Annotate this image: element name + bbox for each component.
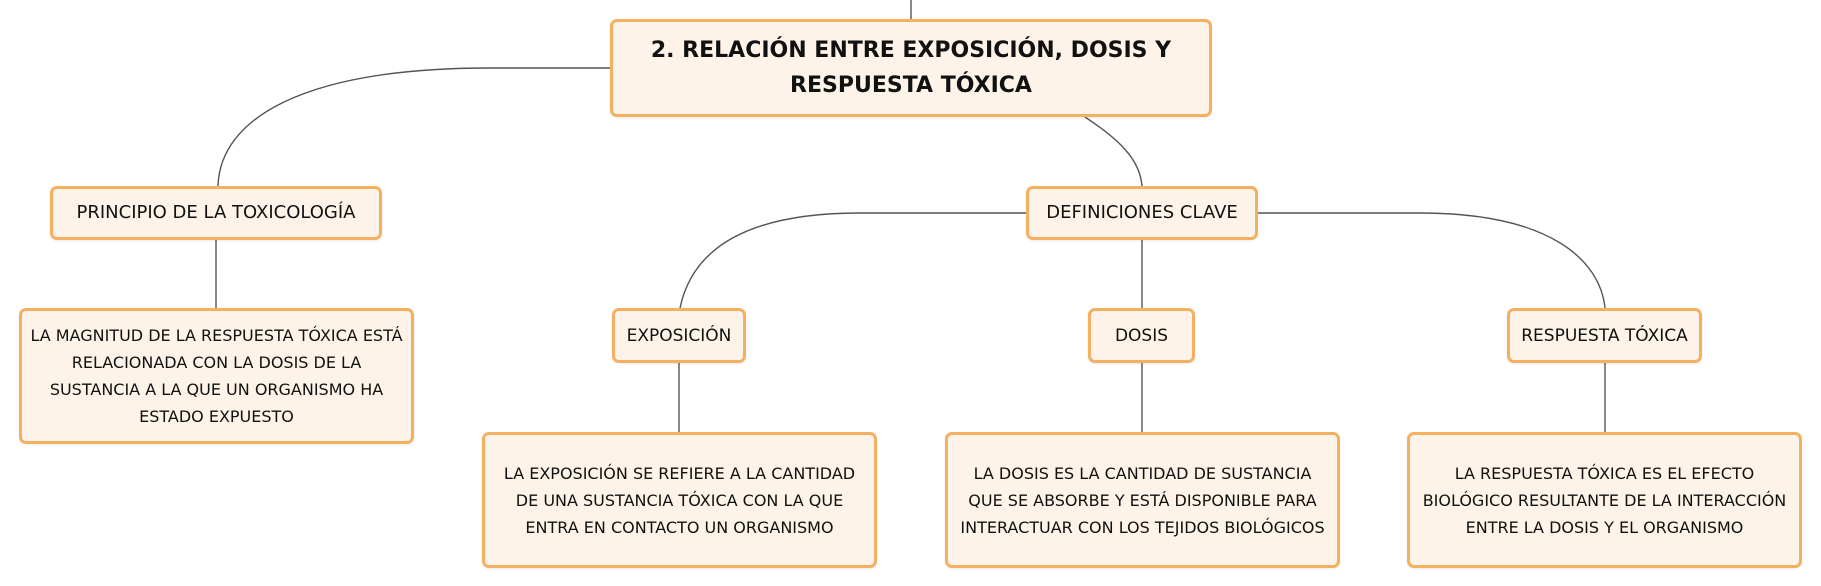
subtopic-respuesta-toxica[interactable]: RESPUESTA TÓXICA — [1507, 308, 1702, 363]
subtopic-dosis[interactable]: DOSIS — [1088, 308, 1195, 363]
topic-principio-toxicologia[interactable]: PRINCIPIO DE LA TOXICOLOGÍA — [50, 186, 382, 240]
subtopic-exposicion-label: EXPOSICIÓN — [626, 325, 732, 346]
connector-root-principio — [217, 67, 612, 187]
detail-exposicion[interactable]: LA EXPOSICIÓN SE REFIERE A LA CANTIDAD D… — [482, 432, 877, 568]
detail-respuesta-text: LA RESPUESTA TÓXICA ES EL EFECTO BIOLÓGI… — [1422, 463, 1787, 537]
root-topic-label: 2. RELACIÓN ENTRE EXPOSICIÓN, DOSIS Y RE… — [650, 38, 1172, 98]
connector-root-definiciones — [1084, 116, 1143, 187]
detail-principio-text: LA MAGNITUD DE LA RESPUESTA TÓXICA ESTÁ … — [30, 326, 403, 426]
connector-definiciones-respuesta — [1256, 212, 1606, 309]
detail-dosis[interactable]: LA DOSIS ES LA CANTIDAD DE SUSTANCIA QUE… — [945, 432, 1340, 568]
topic-principio-label: PRINCIPIO DE LA TOXICOLOGÍA — [76, 202, 356, 223]
detail-principio-toxicologia[interactable]: LA MAGNITUD DE LA RESPUESTA TÓXICA ESTÁ … — [19, 308, 414, 444]
root-topic[interactable]: 2. RELACIÓN ENTRE EXPOSICIÓN, DOSIS Y RE… — [610, 19, 1212, 117]
topic-definiciones-label: DEFINICIONES CLAVE — [1046, 202, 1238, 223]
subtopic-exposicion[interactable]: EXPOSICIÓN — [612, 308, 746, 363]
detail-dosis-text: LA DOSIS ES LA CANTIDAD DE SUSTANCIA QUE… — [960, 463, 1325, 537]
detail-respuesta-toxica[interactable]: LA RESPUESTA TÓXICA ES EL EFECTO BIOLÓGI… — [1407, 432, 1802, 568]
detail-exposicion-text: LA EXPOSICIÓN SE REFIERE A LA CANTIDAD D… — [503, 463, 856, 537]
connector-definiciones-exposicion — [679, 212, 1028, 309]
topic-definiciones-clave[interactable]: DEFINICIONES CLAVE — [1026, 186, 1258, 240]
subtopic-respuesta-label: RESPUESTA TÓXICA — [1521, 325, 1688, 346]
subtopic-dosis-label: DOSIS — [1114, 325, 1169, 346]
